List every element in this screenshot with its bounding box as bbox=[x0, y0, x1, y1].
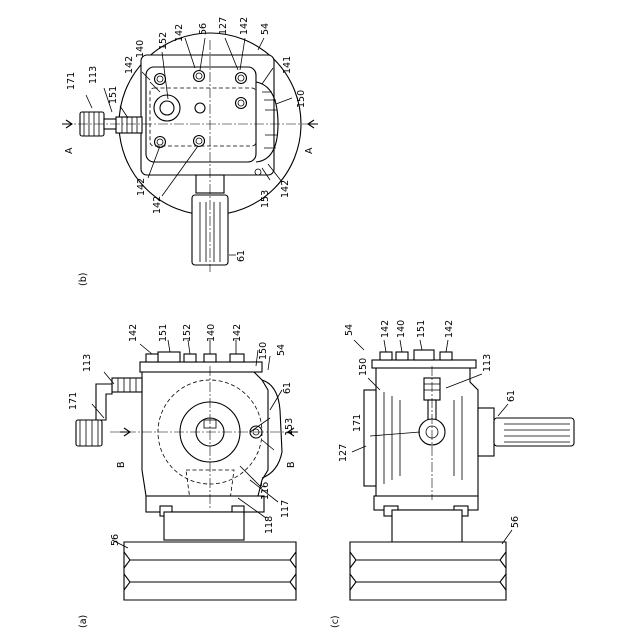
label-151: 151 bbox=[108, 86, 119, 104]
section-arrow-a-right bbox=[308, 120, 318, 128]
pulley-56-a bbox=[124, 542, 296, 600]
section-label-b: B bbox=[116, 461, 127, 468]
label-142: 142 bbox=[152, 196, 163, 214]
fitting-113-b bbox=[116, 117, 142, 133]
fitting-113-a bbox=[112, 378, 142, 392]
caption-c: (c) bbox=[330, 615, 341, 628]
label-152: 152 bbox=[158, 32, 169, 50]
bolt-142-a2 bbox=[146, 354, 158, 362]
label-118: 118 bbox=[264, 516, 275, 534]
label-61: 61 bbox=[236, 250, 247, 262]
view-b: 171 113 151 142 140 152 142 56 127 142 5… bbox=[62, 17, 318, 286]
label-127: 127 bbox=[218, 17, 229, 35]
label-171: 171 bbox=[352, 414, 363, 432]
caption-a: (a) bbox=[78, 615, 89, 628]
bolt-142-c2 bbox=[440, 352, 452, 360]
label-113: 113 bbox=[88, 66, 99, 84]
bolt-142-a bbox=[230, 354, 244, 362]
section-label-b: B bbox=[286, 461, 297, 468]
bolt-142-c1 bbox=[380, 352, 392, 360]
label-142: 142 bbox=[444, 320, 455, 338]
view-c: 54 142 140 151 142 150 113 127 171 61 56… bbox=[330, 320, 574, 628]
label-142: 142 bbox=[280, 180, 291, 198]
top-flange-a bbox=[140, 362, 262, 372]
label-113: 113 bbox=[82, 354, 93, 372]
label-61: 61 bbox=[506, 390, 517, 402]
label-142: 142 bbox=[136, 178, 147, 196]
label-151: 151 bbox=[158, 324, 169, 342]
cover-127-c bbox=[364, 390, 376, 486]
label-54: 54 bbox=[260, 23, 271, 35]
pulley-56-c bbox=[350, 542, 506, 600]
label-150: 150 bbox=[296, 90, 307, 108]
bolt-140-c bbox=[396, 352, 408, 360]
label-153: 153 bbox=[284, 418, 295, 436]
section-label-a: A bbox=[304, 147, 315, 154]
section-label-a: A bbox=[64, 147, 75, 154]
bolt-152-a bbox=[184, 354, 196, 362]
label-142: 142 bbox=[380, 320, 391, 338]
label-56: 56 bbox=[510, 516, 521, 528]
neck-c bbox=[392, 510, 462, 542]
label-140: 140 bbox=[135, 40, 146, 58]
label-142: 142 bbox=[174, 24, 185, 42]
label-54: 54 bbox=[276, 344, 287, 356]
label-151: 151 bbox=[416, 320, 427, 338]
label-56: 56 bbox=[110, 534, 121, 546]
label-127: 127 bbox=[338, 444, 349, 462]
label-142: 142 bbox=[128, 324, 139, 342]
bolt-140-a bbox=[204, 354, 216, 362]
label-142: 142 bbox=[124, 56, 135, 74]
label-150: 150 bbox=[258, 342, 269, 360]
shaft-boss-c bbox=[478, 408, 494, 456]
label-171: 171 bbox=[68, 392, 79, 410]
elbow-a bbox=[96, 384, 112, 420]
label-142: 142 bbox=[239, 17, 250, 35]
label-56: 56 bbox=[198, 23, 209, 35]
label-140: 140 bbox=[206, 324, 217, 342]
neck-a bbox=[164, 512, 244, 540]
label-150: 150 bbox=[358, 358, 369, 376]
top-flange-c bbox=[372, 360, 476, 368]
label-116: 116 bbox=[260, 482, 271, 500]
label-153: 153 bbox=[260, 190, 271, 208]
section-arrow-b-left bbox=[120, 428, 130, 436]
label-141: 141 bbox=[282, 56, 293, 74]
label-117: 117 bbox=[280, 500, 291, 518]
section-arrow-a-left bbox=[62, 120, 72, 128]
caption-b: (b) bbox=[78, 273, 89, 286]
label-171: 171 bbox=[66, 72, 77, 90]
label-152: 152 bbox=[182, 324, 193, 342]
label-140: 140 bbox=[396, 320, 407, 338]
label-61: 61 bbox=[282, 382, 293, 394]
view-a: 171 113 142 151 152 140 142 150 54 61 15… bbox=[68, 324, 298, 628]
label-54: 54 bbox=[344, 324, 355, 336]
label-113: 113 bbox=[482, 354, 493, 372]
bolt-151-a bbox=[158, 352, 180, 362]
bolt-151-c bbox=[414, 350, 434, 360]
label-142: 142 bbox=[232, 324, 243, 342]
